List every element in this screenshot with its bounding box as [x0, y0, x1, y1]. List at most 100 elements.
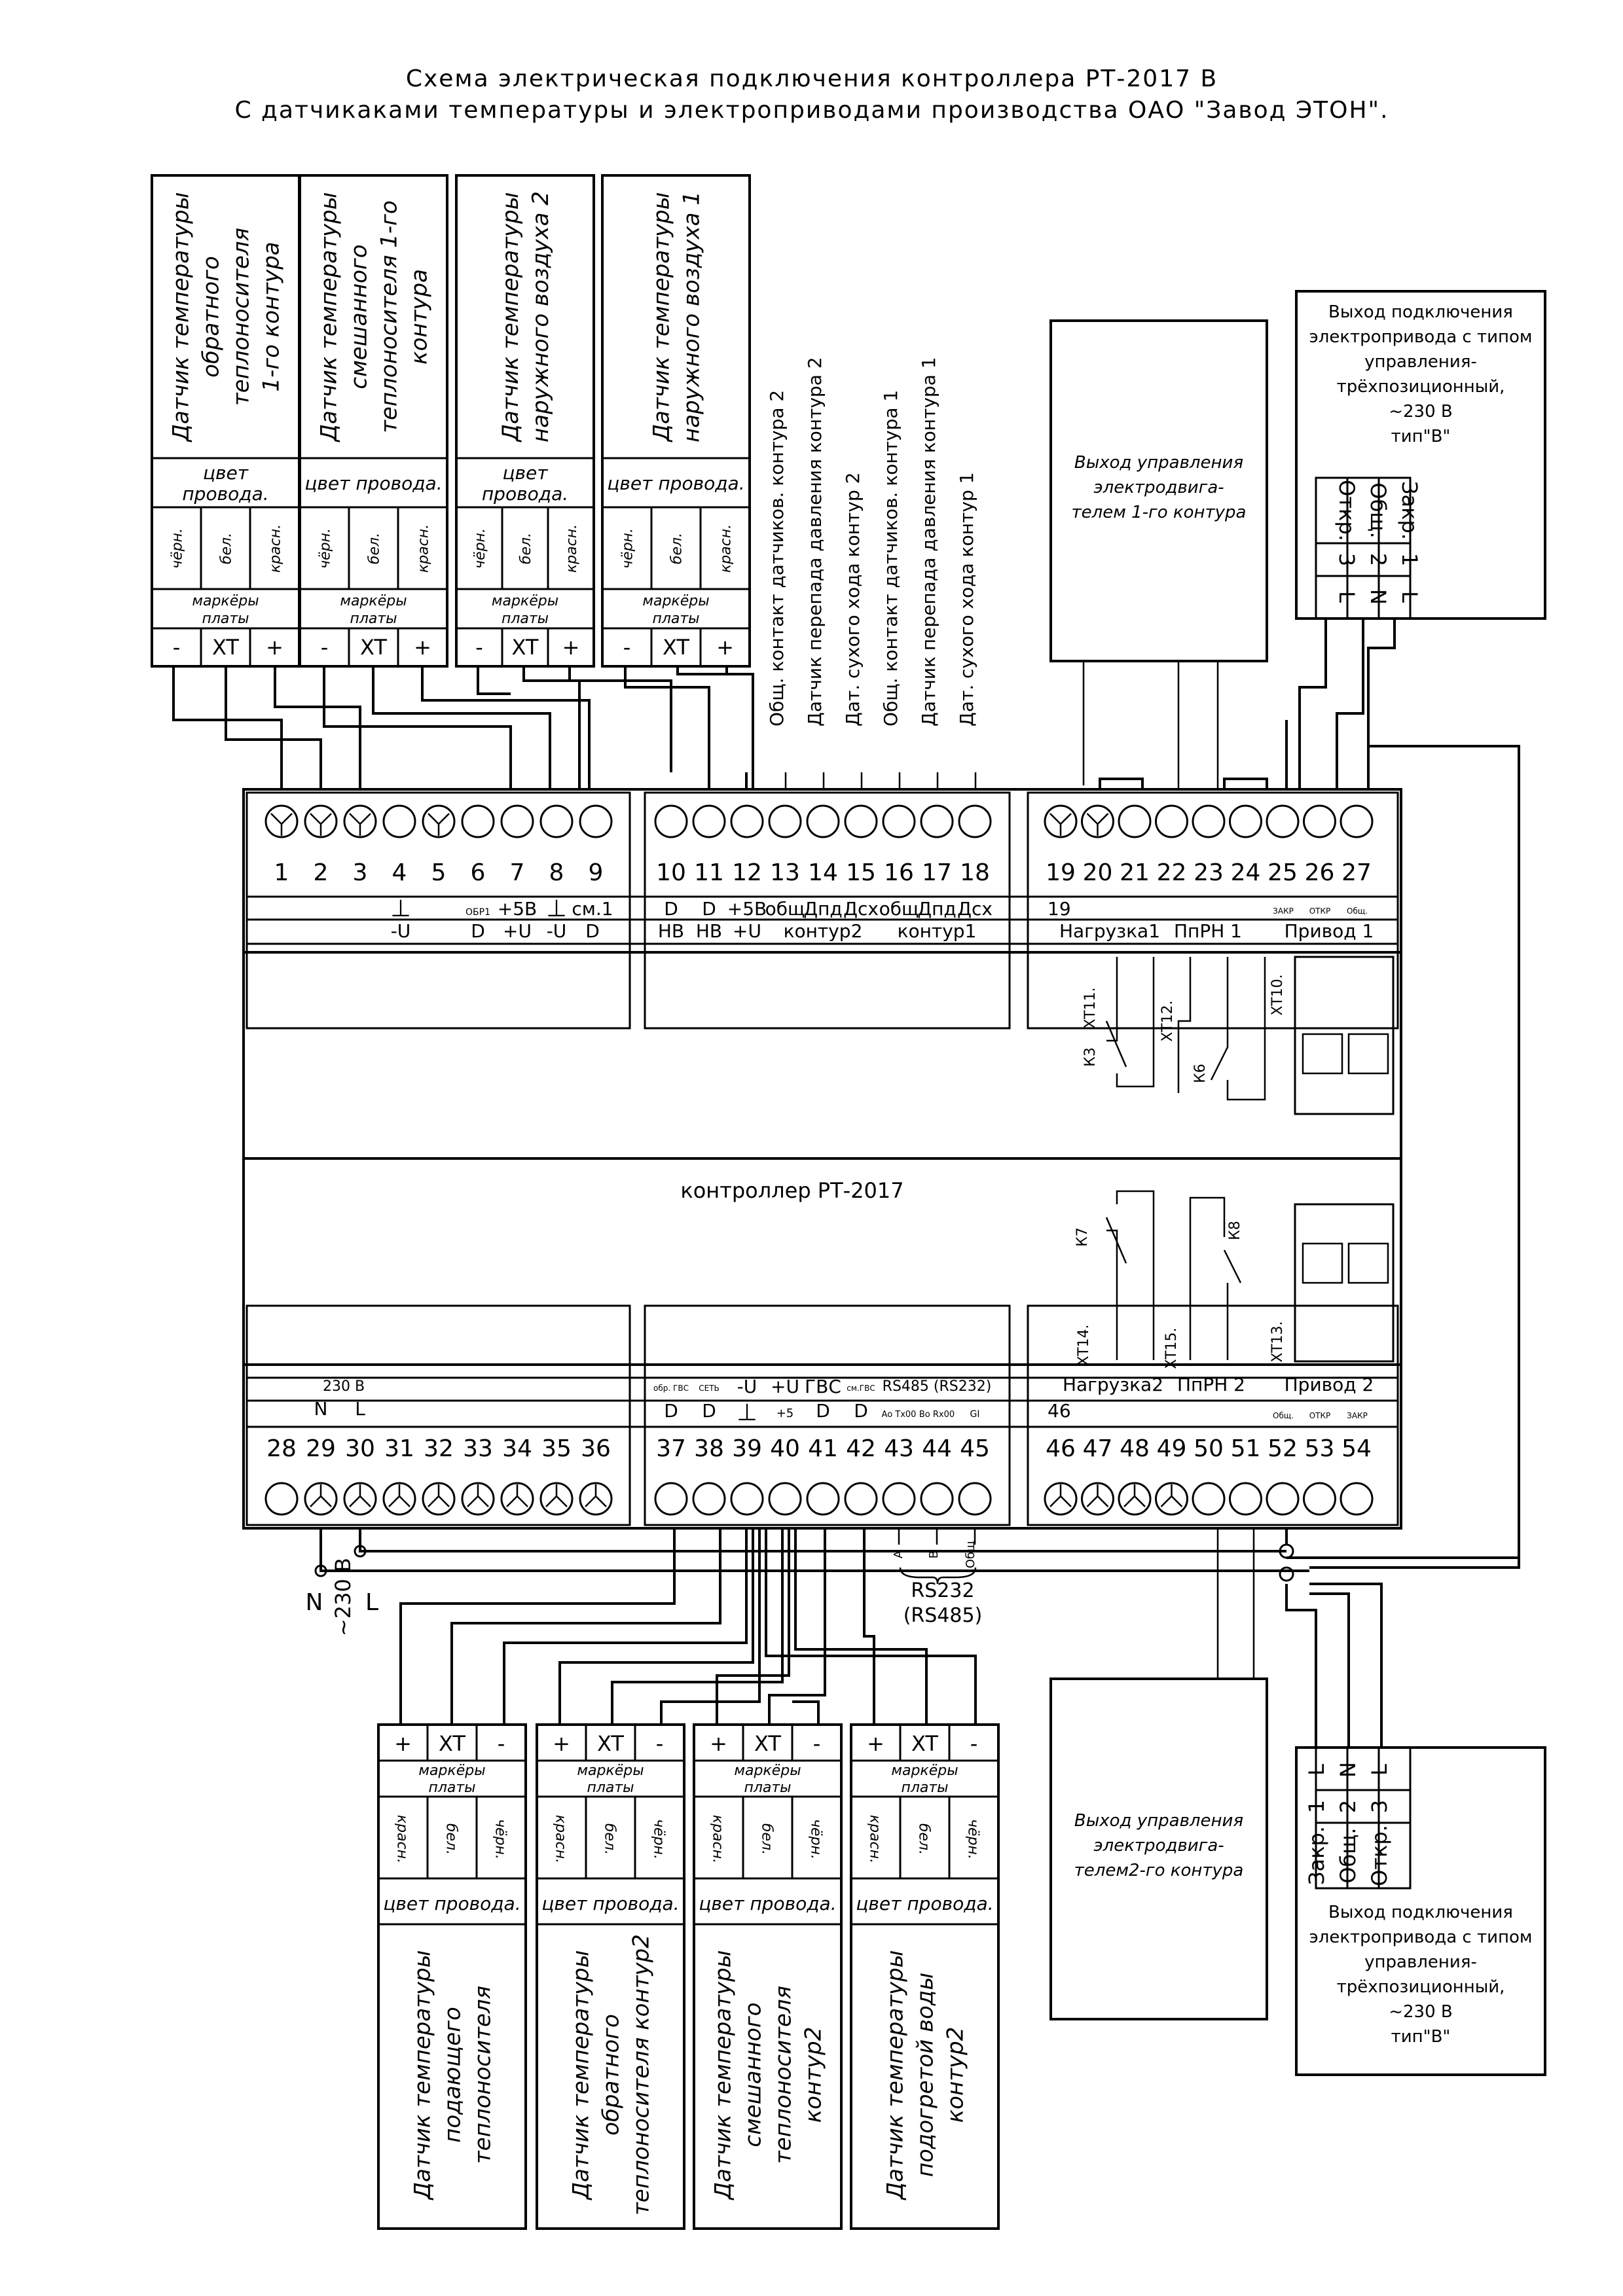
mark: D	[816, 1400, 830, 1422]
terminal-group-bottom-1	[246, 1304, 631, 1526]
mark: Привод 2	[1285, 1374, 1374, 1395]
signal-label: Общ. контакт датчиков. контура 1	[880, 390, 902, 726]
wire-color: бел.	[367, 533, 383, 564]
wire	[274, 666, 361, 805]
terminal-number-bottom-47: 47	[1083, 1435, 1113, 1462]
board-marker-label: маркёры	[418, 1763, 485, 1779]
terminal-screw-top-1	[264, 804, 299, 838]
terminal-screw-top-7	[500, 804, 534, 838]
motor-output-text: телем 1-го контура	[1072, 503, 1247, 522]
rs-pin: В	[927, 1551, 941, 1558]
wire-color: красн.	[553, 1815, 569, 1863]
pin-label: -	[498, 1731, 505, 1756]
terminal-number-top-12: 12	[732, 859, 762, 886]
diagram-title-line2: С датчикаками температуры и электроприво…	[234, 97, 1389, 124]
sensor-name-line: смешанного	[346, 244, 373, 389]
terminal-screw-top-22	[1155, 804, 1188, 838]
terminal-number-bottom-44: 44	[922, 1435, 952, 1462]
wire	[421, 666, 591, 805]
signal-label: Общ. контакт датчиков. контура 2	[766, 390, 788, 726]
actuator-desc: ~230 В	[1389, 402, 1453, 422]
wire-color-label: провода.	[182, 483, 268, 505]
terminal-screw-bottom-52	[1266, 1482, 1300, 1516]
actuator-pin-name: Закр.	[1304, 1826, 1329, 1885]
terminal-screw-top-4	[382, 804, 416, 838]
terminal-screw-top-21	[1118, 804, 1152, 838]
relay-label: XT13.	[1269, 1321, 1286, 1362]
wire	[1336, 619, 1364, 805]
relay-wire	[1226, 957, 1266, 1101]
terminal-screw-bottom-28	[264, 1482, 299, 1516]
terminal-number-top-17: 17	[922, 859, 952, 886]
motor-output-text: Выход управления	[1074, 453, 1243, 473]
terminal-number-top-20: 20	[1083, 859, 1113, 886]
sensor-name-line: 1-го контура	[259, 242, 285, 391]
terminal-screw-bottom-38	[692, 1482, 726, 1516]
wire-color: бел.	[443, 1823, 460, 1855]
wire-color: чёрн.	[492, 1819, 509, 1859]
relay-wire	[1177, 957, 1192, 1093]
mark: обр. ГВС	[653, 1384, 689, 1393]
wire	[568, 666, 672, 772]
wire	[172, 666, 283, 805]
mark: ГВС	[805, 1376, 841, 1397]
wire	[765, 1515, 977, 1725]
terminal-number-top-4: 4	[392, 859, 407, 886]
wire	[558, 1515, 754, 1725]
terminal-number-top-2: 2	[314, 859, 329, 886]
terminal-screw-bottom-45	[958, 1482, 992, 1516]
sensor-bottom-1	[377, 1723, 527, 2230]
mark: -U	[547, 920, 567, 942]
pin-label: +	[414, 635, 431, 660]
relay-label: К6	[1192, 1064, 1209, 1083]
terminal-number-bottom-36: 36	[581, 1435, 611, 1462]
sensor-name-line: Датчик температуры	[568, 1950, 594, 2200]
wire	[225, 666, 322, 805]
terminal-number-bottom-41: 41	[808, 1435, 838, 1462]
mark: Общ.	[1347, 906, 1368, 916]
actuator-pin-wire: N	[1366, 589, 1391, 605]
mark: ОТКР	[1309, 906, 1331, 916]
mark: +U	[503, 920, 532, 942]
node	[1279, 1566, 1294, 1582]
board-marker-label: маркёры	[734, 1763, 801, 1779]
actuator-desc: Выход подключения	[1328, 1903, 1513, 1922]
terminal-number-bottom-33: 33	[463, 1435, 493, 1462]
mark: D	[702, 1400, 716, 1422]
actuator-bottom	[1295, 1746, 1546, 2076]
board-marker-label: платы	[501, 611, 549, 627]
mark: D	[471, 920, 485, 942]
terminal-number-bottom-46: 46	[1046, 1435, 1076, 1462]
wire-color: красн.	[416, 524, 432, 573]
board-marker-label: платы	[202, 611, 249, 627]
terminal-group-top-3	[1027, 791, 1399, 1030]
actuator-relay-top	[1294, 956, 1395, 1115]
wire-color: чёрн.	[472, 528, 488, 569]
wire	[323, 666, 512, 805]
wire-color-label: цвет провода.	[541, 1893, 679, 1914]
terminal-screw-top-14	[806, 804, 840, 838]
relay-coil	[1347, 1242, 1389, 1284]
terminal-number-top-9: 9	[589, 859, 604, 886]
terminal-number-bottom-54: 54	[1341, 1435, 1372, 1462]
actuator-pin-name: Общ.	[1336, 1827, 1360, 1883]
wire	[503, 1515, 748, 1725]
wire	[863, 1515, 875, 1725]
terminal-screw-top-19	[1044, 804, 1078, 838]
terminal-screw-bottom-48	[1118, 1482, 1152, 1516]
terminal-number-top-6: 6	[471, 859, 486, 886]
terminal-screw-bottom-29	[304, 1482, 338, 1516]
wire	[624, 666, 710, 805]
wire	[611, 1515, 784, 1725]
wire-color: бел.	[518, 533, 534, 564]
pin-label: -	[813, 1731, 821, 1756]
pin-label: +	[394, 1731, 412, 1756]
wire	[399, 1515, 676, 1725]
mark: Общ.	[1273, 1411, 1294, 1420]
relay-coil	[1302, 1033, 1343, 1075]
screw-mark	[1086, 813, 1109, 836]
sensor-name-line: Датчик температуры	[649, 192, 675, 442]
mark: Дпд	[917, 898, 957, 920]
mark: контур2	[784, 920, 863, 942]
